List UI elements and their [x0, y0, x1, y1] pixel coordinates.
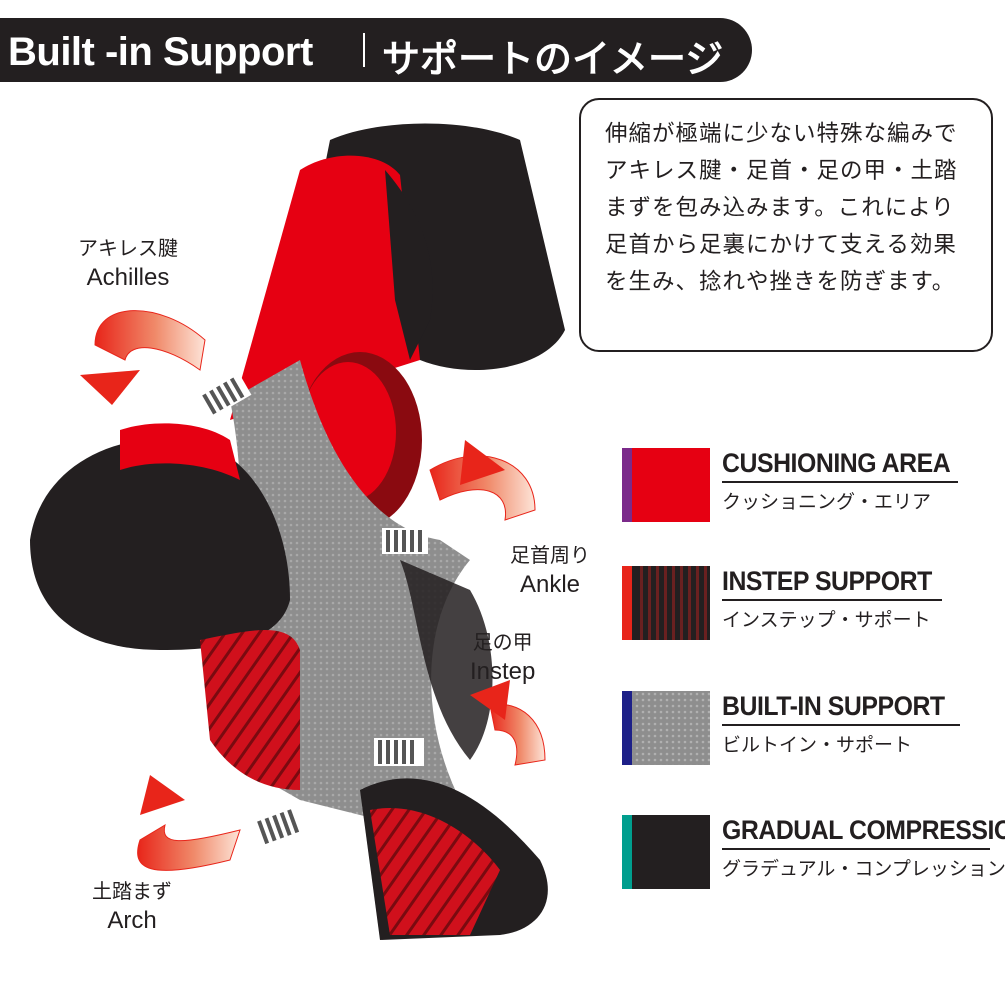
achilles-wrap-arrow [80, 310, 206, 405]
ankle-marker [382, 528, 428, 554]
legend-gradual-compression: GRADUAL COMPRESSION グラデュアル・コンプレッション [622, 815, 1005, 891]
label-arch-en: Arch [107, 907, 157, 934]
arch-marker [251, 804, 309, 848]
header-divider [363, 33, 365, 67]
description-text: 伸縮が極端に少ない特殊な編みでアキレス腱・足首・足の甲・土踏まずを包み込みます。… [605, 121, 958, 295]
heel-cushion [30, 438, 290, 650]
legend-rule [722, 481, 958, 483]
legend-built-in-support: BUILT-IN SUPPORT ビルトイン・サポート [622, 691, 1002, 767]
arch-wrap-arrow [137, 775, 241, 871]
legend-built-in-support-jp: ビルトイン・サポート [722, 734, 913, 756]
legend-cushioning-area-en: CUSHIONING AREA [722, 448, 951, 478]
legend-gradual-compression-en: GRADUAL COMPRESSION [722, 815, 1005, 845]
legend-built-in-support-en: BUILT-IN SUPPORT [722, 691, 945, 721]
ankle-wrap-arrow [429, 440, 536, 521]
label-ankle: 足首周り Ankle [510, 540, 590, 600]
label-instep-jp: 足の甲 [472, 630, 533, 654]
label-achilles-en: Achilles [86, 264, 170, 291]
legend-cushioning-area: CUSHIONING AREA クッショニング・エリア [622, 448, 1002, 524]
swatch-cushioning-area [622, 448, 710, 522]
label-achilles-jp: アキレス腱 [78, 236, 178, 260]
achilles-marker [196, 372, 252, 419]
swatch-instep-support [622, 566, 710, 640]
label-arch-jp: 土踏まず [92, 879, 172, 903]
arch-stripes [200, 630, 300, 790]
label-ankle-jp: 足首周り [510, 543, 590, 567]
label-instep-en: Instep [470, 658, 536, 685]
legend-cushioning-area-jp: クッショニング・エリア [722, 491, 932, 513]
legend-rule [722, 724, 960, 726]
legend-rule [722, 599, 942, 601]
swatch-gradual-compression [622, 815, 710, 889]
instep-marker [374, 738, 424, 766]
label-instep: 足の甲 Instep [470, 627, 535, 687]
label-arch: 土踏まず Arch [92, 876, 172, 936]
swatch-built-in-support [622, 691, 710, 765]
header-bar [0, 18, 752, 82]
legend-instep-support-jp: インステップ・サポート [722, 609, 931, 631]
sock-illustration [30, 123, 565, 940]
description-callout: 伸縮が極端に少ない特殊な編みでアキレス腱・足首・足の甲・土踏まずを包み込みます。… [579, 98, 993, 352]
page-title: Built -in Support [8, 30, 313, 74]
label-ankle-en: Ankle [519, 571, 581, 598]
legend-instep-support: INSTEP SUPPORT インステップ・サポート [622, 566, 1002, 642]
legend-instep-support-en: INSTEP SUPPORT [722, 566, 932, 596]
instep-wrap-arrow [470, 680, 546, 766]
page-subtitle: サポートのイメージ [382, 37, 724, 81]
label-achilles: アキレス腱 Achilles [78, 233, 178, 293]
legend-gradual-compression-jp: グラデュアル・コンプレッション [722, 858, 1005, 880]
legend-rule [722, 848, 990, 850]
